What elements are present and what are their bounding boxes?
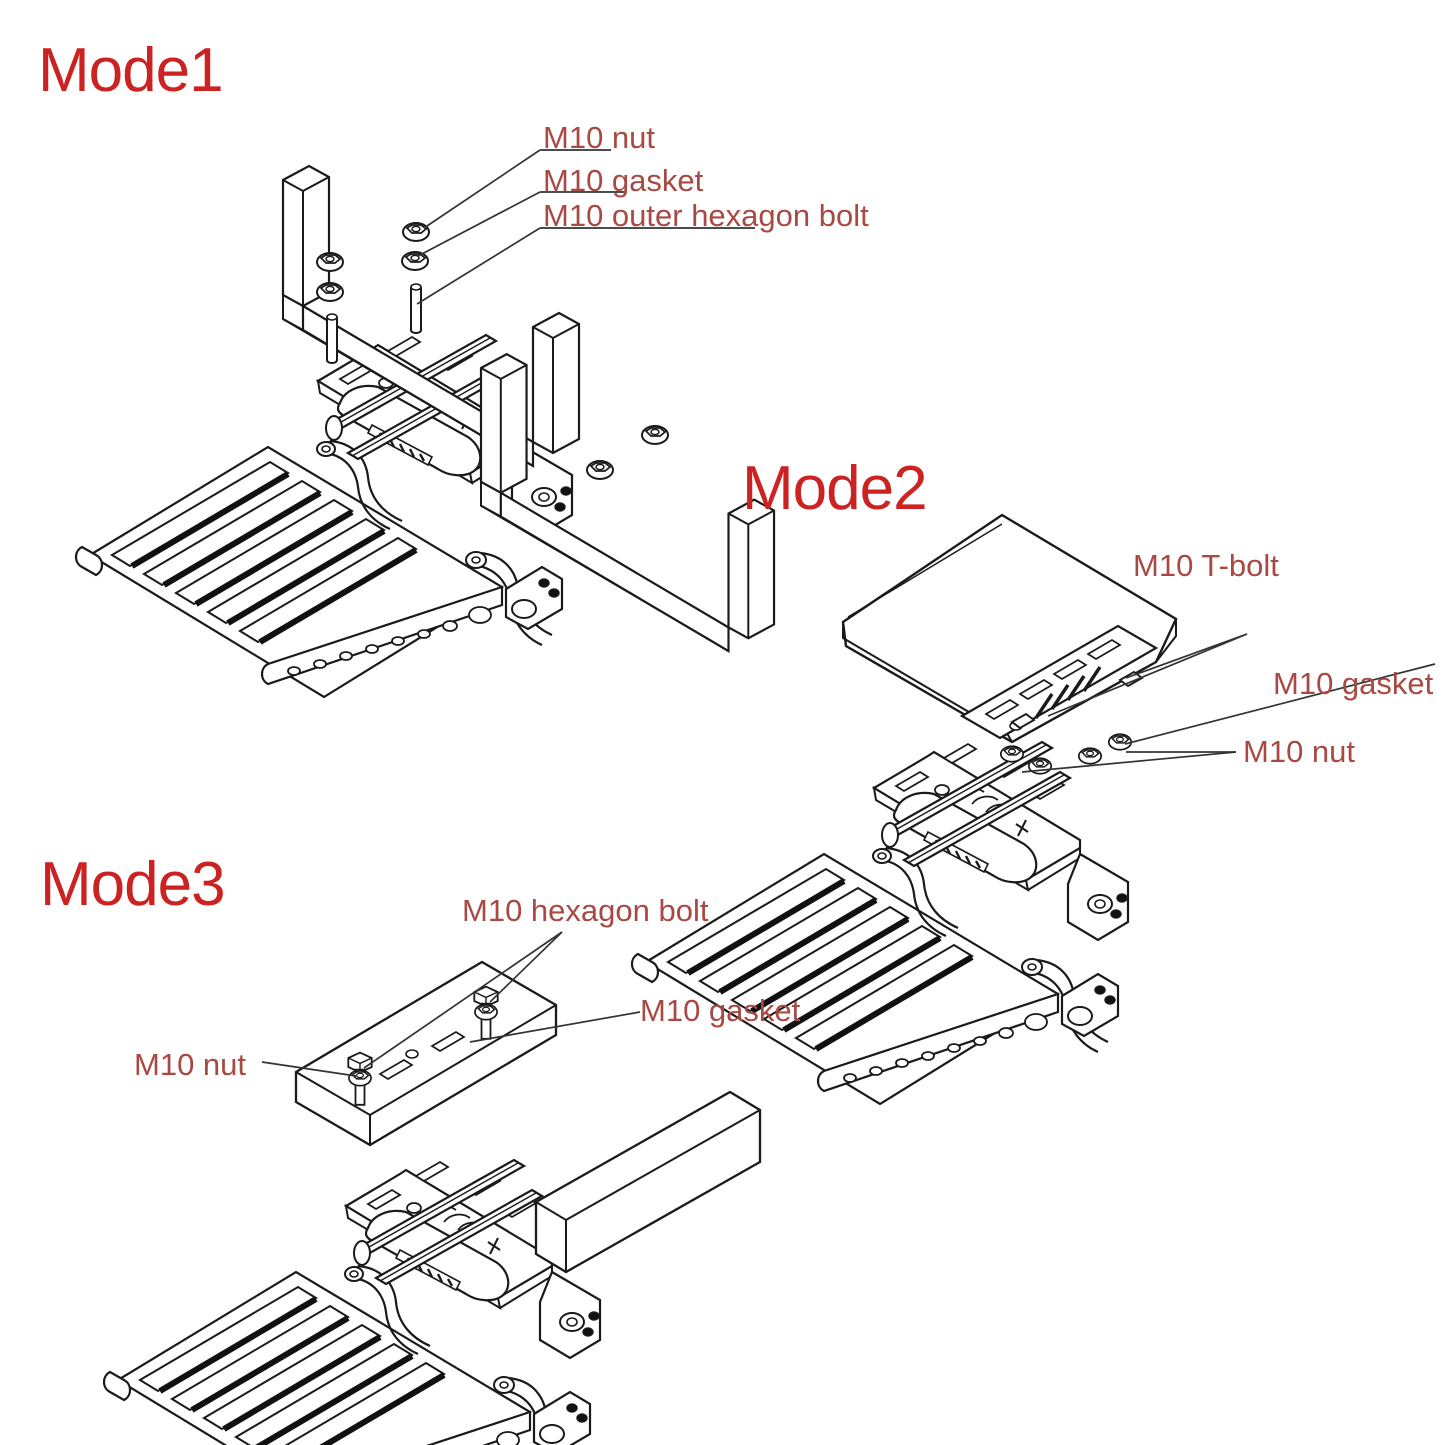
mode3-callout-m10-nut: M10 nut bbox=[134, 1047, 247, 1082]
mode1-callout-m10-gasket: M10 gasket bbox=[543, 163, 704, 198]
mode2-callout-m10-t-bolt: M10 T-bolt bbox=[1133, 548, 1279, 583]
mode3-callout-m10-hexagon-bolt: M10 hexagon bolt bbox=[462, 893, 709, 928]
mode1-callout-m10-nut: M10 nut bbox=[543, 120, 656, 155]
angle-bracket-lower bbox=[534, 1090, 762, 1274]
mode3-callout-m10-gasket: M10 gasket bbox=[640, 993, 801, 1028]
mode1-title: Mode1 bbox=[38, 36, 224, 105]
mode3-title: Mode3 bbox=[40, 850, 226, 919]
mode2-title: Mode2 bbox=[742, 454, 928, 523]
angle-bracket-upper bbox=[294, 960, 558, 1147]
mode3-leader-lines bbox=[261, 931, 641, 1077]
mode2-callout-m10-nut: M10 nut bbox=[1243, 734, 1356, 769]
mode2-callout-m10-gasket: M10 gasket bbox=[1273, 666, 1434, 701]
mode1-drawing bbox=[76, 149, 776, 697]
mode2-leader-lines bbox=[1021, 633, 1436, 773]
mode1-leader-lines bbox=[416, 149, 755, 305]
mode1-callout-m10-outer-hexagon-bolt: M10 outer hexagon bolt bbox=[543, 198, 869, 233]
slot-rail bbox=[959, 624, 1159, 740]
mode2-drawing bbox=[632, 513, 1436, 1104]
mode3-drawing bbox=[104, 931, 762, 1445]
